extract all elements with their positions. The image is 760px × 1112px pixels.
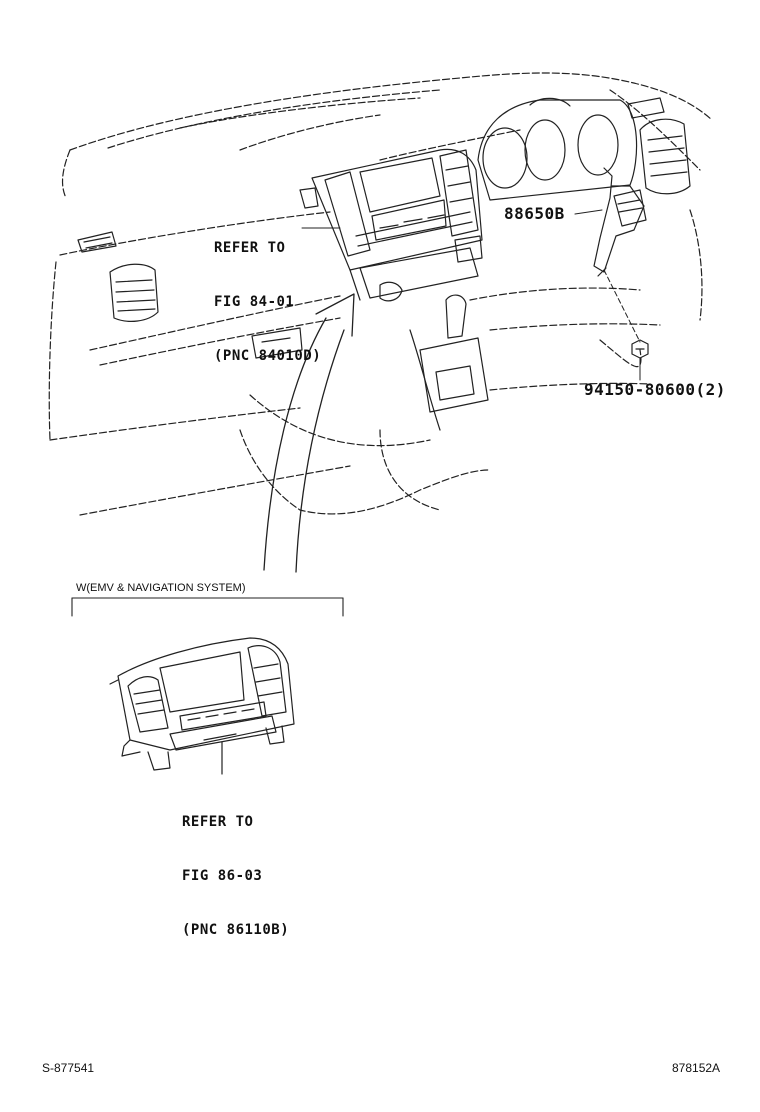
- center-audio-unit: [299, 148, 483, 302]
- leader-lines: [301, 209, 641, 381]
- pnc-ref: (PNC 86110B): [182, 922, 290, 938]
- refer-line: REFER TO: [214, 240, 286, 256]
- reference-arrow: [263, 293, 355, 573]
- glovebox-handle: [251, 327, 303, 359]
- part-number-88650b: 88650B: [504, 204, 565, 223]
- refer-callout-2: REFER TO FIG 86-03 (PNC 86110B): [182, 777, 289, 957]
- refer-callout-1: REFER TO FIG 84-01 (PNC 84010D): [214, 203, 321, 383]
- dashboard-outline: [48, 72, 713, 516]
- figure-ref: FIG 84-01: [214, 294, 295, 310]
- footer-left-code: S-877541: [42, 1061, 95, 1075]
- footer-right-code: 878152A: [672, 1061, 721, 1075]
- instrument-cluster: [477, 97, 638, 201]
- navigation-head-unit: [109, 637, 295, 775]
- part-88650b-bracket: [593, 167, 647, 277]
- part-number-bolt: 94150-80600(2): [584, 380, 726, 399]
- refer-line: REFER TO: [182, 814, 254, 830]
- figure-ref: FIG 86-03: [182, 868, 263, 884]
- shift-console: [409, 294, 489, 431]
- left-air-vent: [77, 231, 159, 322]
- bolt-part: [631, 339, 649, 359]
- variant-bracket: [71, 597, 344, 617]
- pnc-ref: (PNC 84010D): [214, 348, 322, 364]
- variant-label: W(EMV & NAVIGATION SYSTEM): [76, 582, 246, 594]
- right-air-vent: [627, 97, 691, 195]
